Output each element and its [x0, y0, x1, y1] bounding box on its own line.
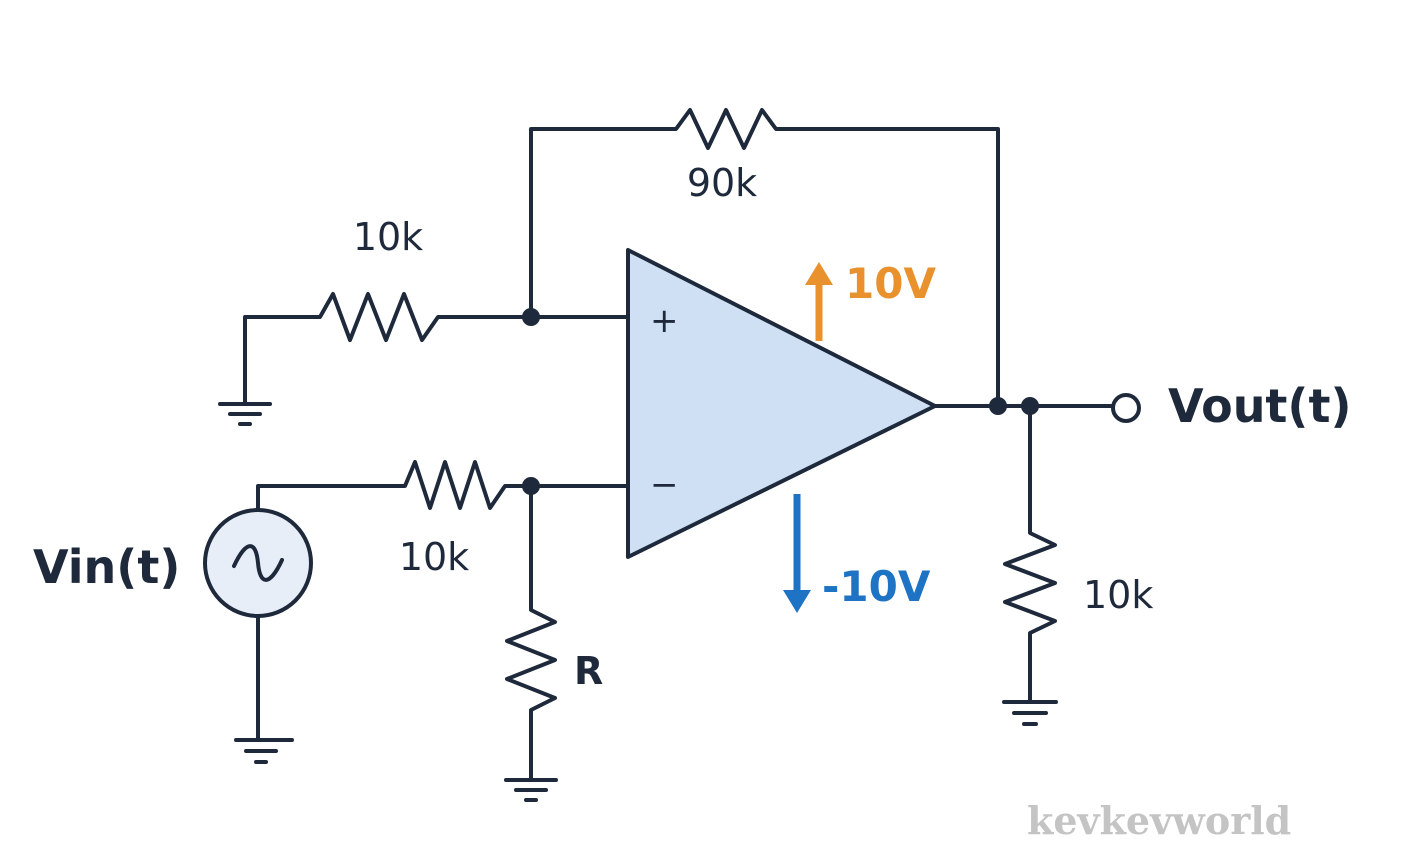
- ac-source-icon: [203, 508, 313, 618]
- feedback-resistor-label: 90k: [687, 161, 757, 205]
- ground-icon-source: [234, 738, 294, 764]
- load-resistor-label: 10k: [1083, 573, 1153, 617]
- watermark: kevkevworld: [1027, 798, 1291, 843]
- ground-icon-left-top: [218, 402, 272, 426]
- input-voltage-label: Vin(t): [33, 540, 180, 594]
- negative-rail-label: -10V: [822, 562, 931, 611]
- junction-dot: [522, 308, 540, 326]
- feedback-wire: [529, 108, 1000, 408]
- input-resistor-label: 10k: [399, 535, 469, 579]
- negative-rail-arrow-icon: [783, 494, 811, 613]
- ground-icon-shunt: [504, 778, 558, 802]
- noninverting-input-wire: [243, 292, 630, 404]
- opamp-minus-sign: −: [650, 465, 679, 505]
- opamp-plus-sign: +: [650, 301, 679, 341]
- output-terminal: [1111, 393, 1141, 423]
- positive-rail-label: 10V: [845, 259, 936, 308]
- junction-dot: [989, 397, 1007, 415]
- output-voltage-label: Vout(t): [1168, 379, 1351, 433]
- ground-icon-load: [1002, 700, 1058, 726]
- inverting-input-wire: [256, 460, 630, 510]
- shunt-resistor-wire: [505, 484, 557, 780]
- noninverting-resistor-label: 10k: [353, 215, 423, 259]
- junction-dot: [1021, 397, 1039, 415]
- op-amp-body: [626, 248, 937, 559]
- shunt-resistor-label: R: [574, 649, 603, 693]
- load-resistor-wire: [1003, 404, 1057, 702]
- junction-dot: [522, 477, 540, 495]
- positive-rail-arrow-icon: [805, 262, 833, 341]
